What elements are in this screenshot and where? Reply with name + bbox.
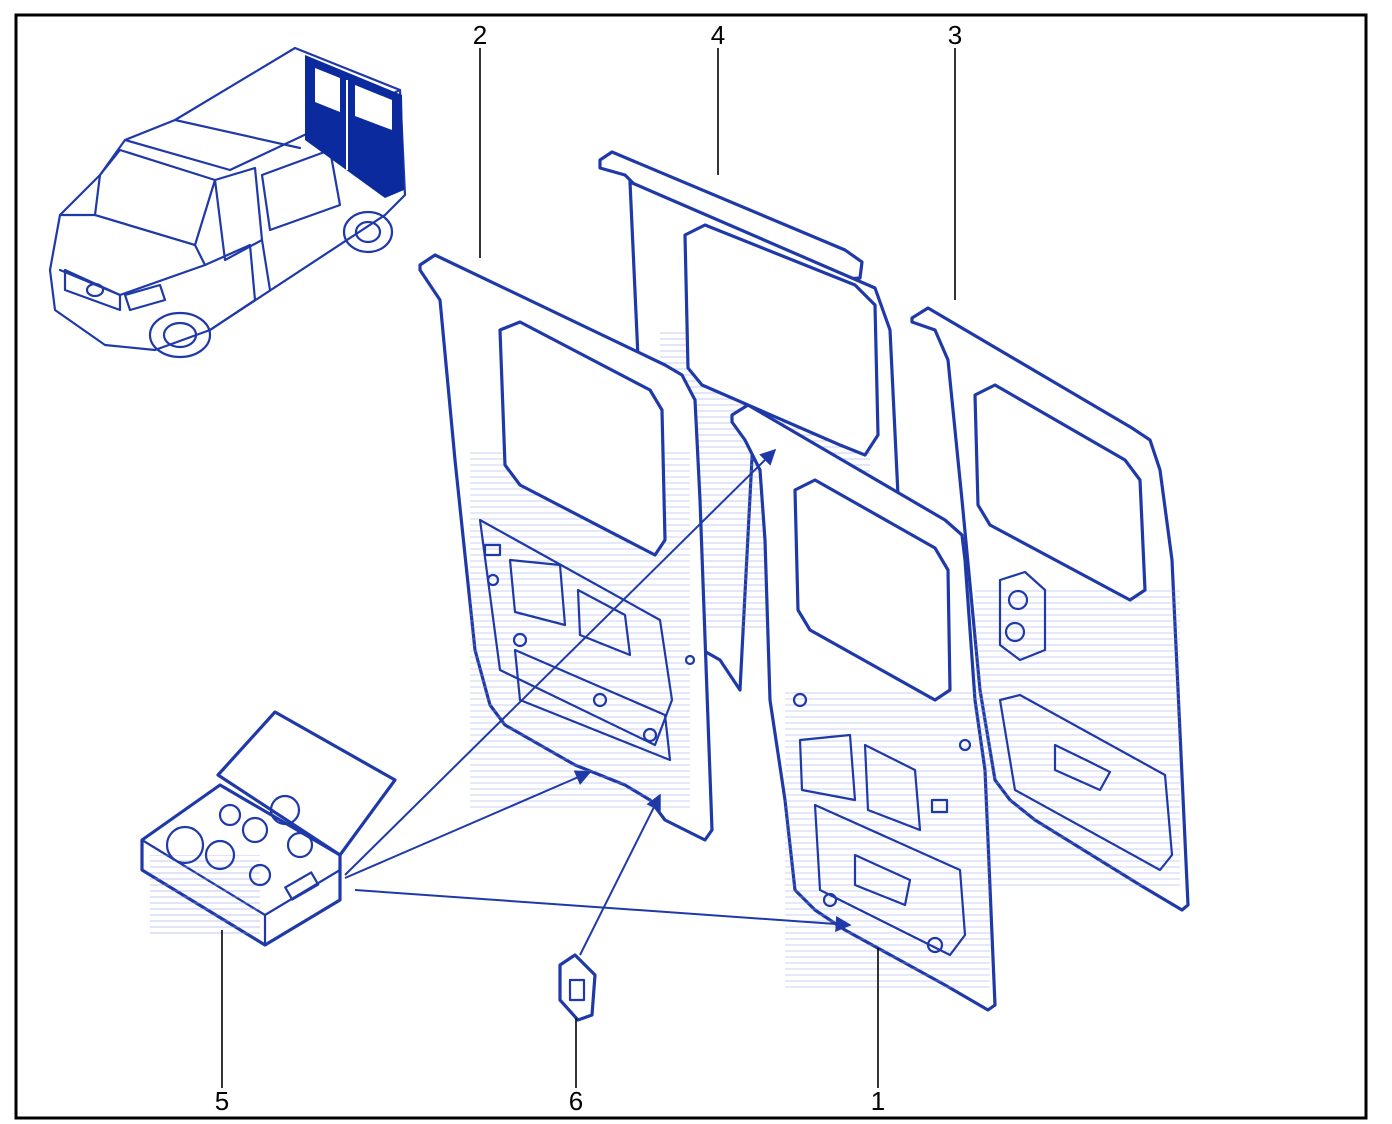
callout-5: 5: [215, 1086, 229, 1116]
callout-2: 2: [473, 20, 487, 50]
door-panel-2: [418, 253, 714, 842]
callout-6: 6: [569, 1086, 583, 1116]
leader-lines: [221, 48, 956, 1088]
callout-1: 1: [871, 1086, 885, 1116]
door-panel-1: [730, 403, 997, 1012]
parts-kit-box-icon: [140, 710, 397, 947]
reference-arrows: [344, 448, 852, 956]
callout-4: 4: [711, 20, 725, 50]
door-panel-3: [910, 306, 1190, 912]
callout-3: 3: [948, 20, 962, 50]
diagram-border: [14, 13, 1368, 1120]
plate-icon: [558, 953, 597, 1022]
van-overview-icon: [48, 46, 407, 359]
